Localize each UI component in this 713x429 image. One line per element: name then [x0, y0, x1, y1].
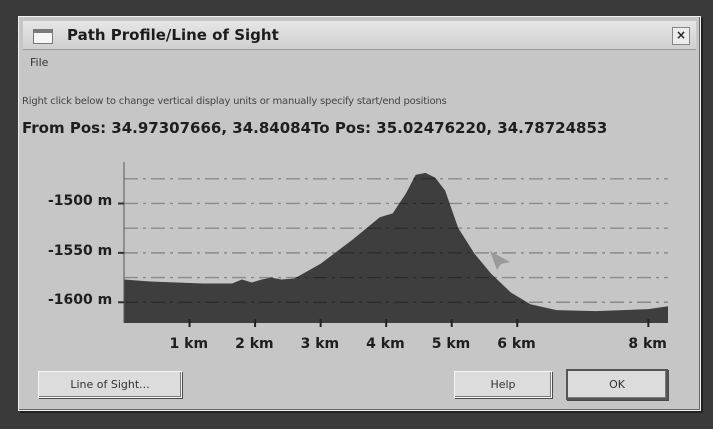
path-profile-dialog: Path Profile/Line of Sight × [18, 16, 701, 411]
line-of-sight-button[interactable]: Line of Sight... [38, 371, 182, 398]
y-tick-label: -1550 m [48, 242, 113, 259]
y-tick-label: -1600 m [48, 292, 113, 309]
window-title: Path Profile/Line of Sight [67, 26, 279, 44]
window-icon [33, 29, 53, 44]
x-tick-label: 4 km [366, 336, 405, 352]
menu-file[interactable]: File [30, 56, 49, 69]
x-tick-label: 2 km [235, 336, 274, 352]
help-button[interactable]: Help [454, 371, 552, 398]
title-bar[interactable]: Path Profile/Line of Sight × [23, 21, 696, 50]
from-position: From Pos: 34.97307666, 34.84084 [22, 119, 312, 137]
x-tick-label: 3 km [300, 336, 340, 352]
x-tick-label: 8 km [628, 336, 667, 352]
y-tick-label: -1500 m [48, 193, 113, 210]
position-readout: From Pos: 34.97307666, 34.84084To Pos: 3… [22, 119, 607, 137]
instruction-text: Right click below to change vertical dis… [22, 96, 447, 107]
to-position: To Pos: 35.02476220, 34.78724853 [311, 119, 608, 137]
ok-button[interactable]: OK [566, 369, 668, 400]
close-button[interactable]: × [672, 27, 690, 45]
x-tick-label: 5 km [431, 336, 471, 352]
x-tick-label: 6 km [497, 336, 536, 352]
x-tick-label: 1 km [169, 336, 209, 352]
